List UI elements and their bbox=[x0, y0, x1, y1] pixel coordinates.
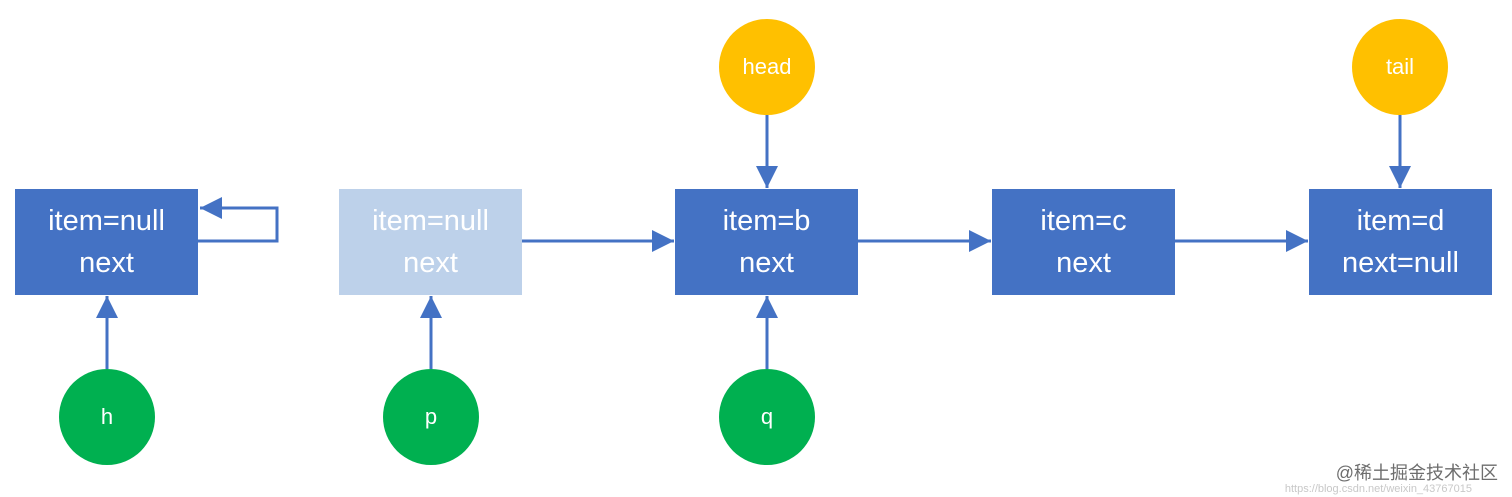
q-pointer: q bbox=[719, 369, 815, 465]
node-next-label: next=null bbox=[1342, 247, 1459, 279]
url-watermark: https://blog.csdn.net/weixin_43767015 bbox=[1284, 483, 1472, 495]
h-pointer: h bbox=[59, 369, 155, 465]
tail-pointer: tail bbox=[1352, 19, 1448, 115]
head-pointer: head bbox=[719, 19, 815, 115]
node-item-label: item=null bbox=[48, 205, 165, 237]
site-watermark: @稀土掘金技术社区 bbox=[1335, 463, 1498, 483]
node-item-label: item=d bbox=[1356, 205, 1445, 237]
node-next-label: next bbox=[403, 247, 458, 279]
node-b: item=b next bbox=[675, 189, 858, 295]
h-pointer-label: h bbox=[100, 404, 114, 429]
node-next-label: next bbox=[1056, 247, 1111, 279]
node-next-label: next bbox=[739, 247, 794, 279]
node-null-2: item=null next bbox=[339, 189, 522, 295]
node-item-label: item=c bbox=[1040, 205, 1127, 237]
p-pointer: p bbox=[383, 369, 479, 465]
node-null-1: item=null next bbox=[15, 189, 198, 295]
head-pointer-label: head bbox=[742, 54, 792, 79]
node-item-label: item=null bbox=[372, 205, 489, 237]
node-d: item=d next=null bbox=[1309, 189, 1492, 295]
node-item-label: item=b bbox=[722, 205, 811, 237]
q-pointer-label: q bbox=[760, 404, 774, 429]
tail-pointer-label: tail bbox=[1385, 54, 1415, 79]
node-c: item=c next bbox=[992, 189, 1175, 295]
node-next-label: next bbox=[79, 247, 134, 279]
self-loop-arrow bbox=[198, 197, 279, 243]
p-pointer-label: p bbox=[424, 404, 438, 429]
